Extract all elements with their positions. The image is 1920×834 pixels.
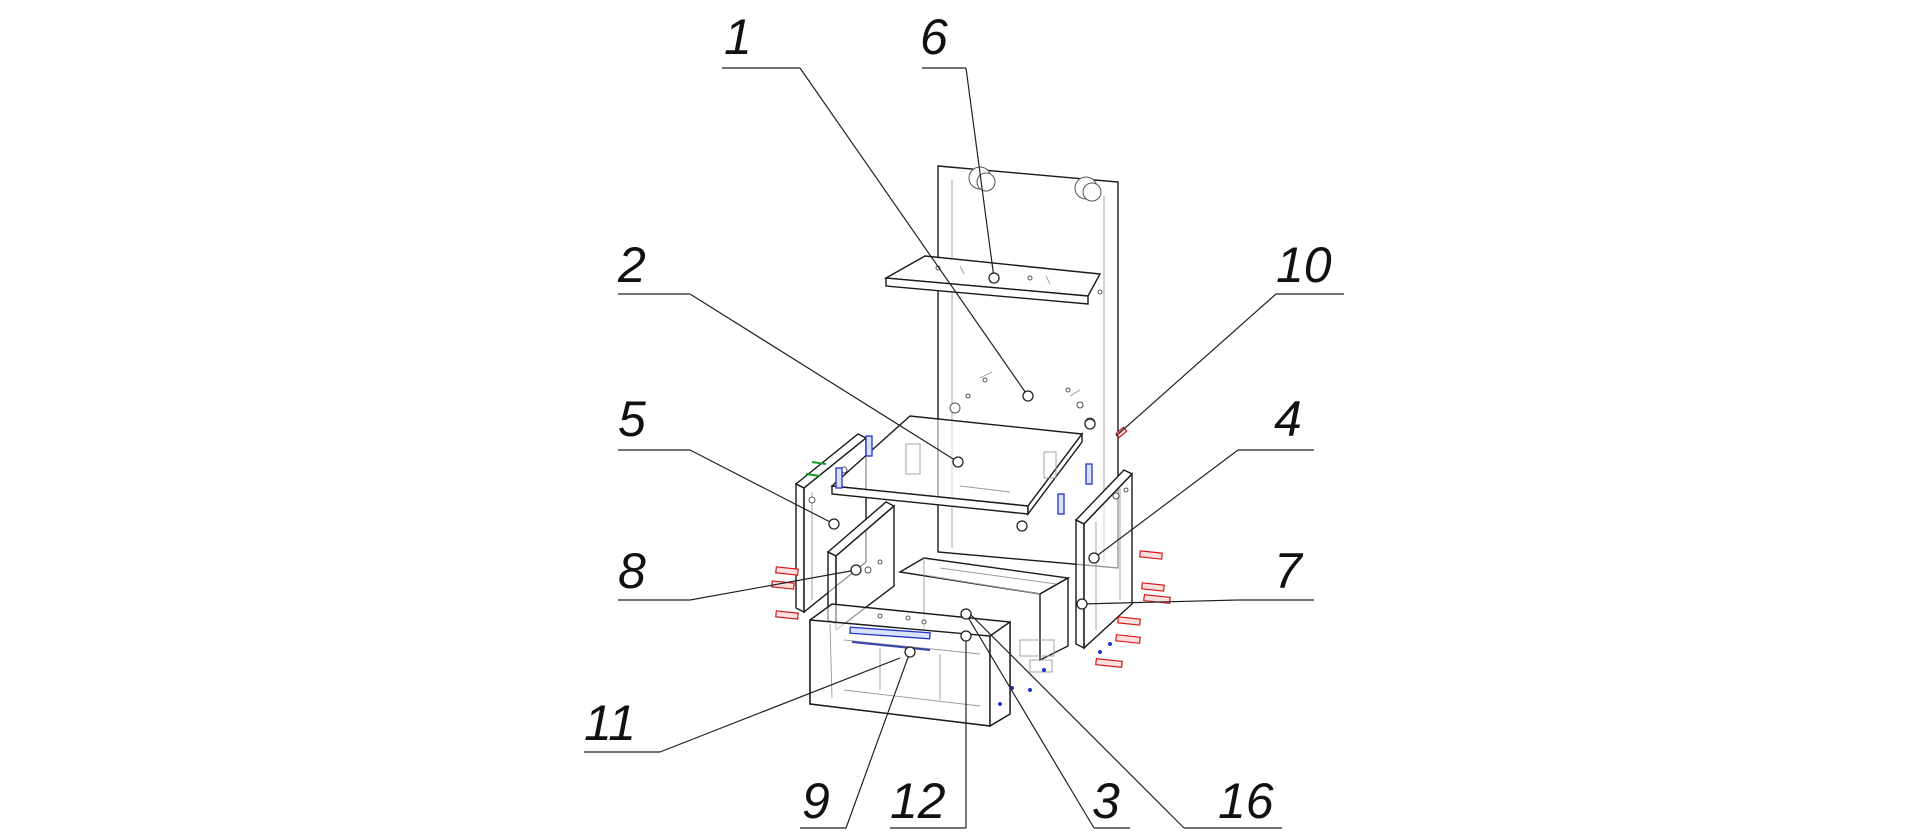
callout-1: 1	[724, 9, 752, 65]
callout-10: 10	[1276, 237, 1332, 293]
callout-11: 11	[584, 695, 636, 751]
blue-cam-fittings	[835, 435, 1112, 706]
callout-9: 9	[802, 773, 830, 829]
drawer-front	[809, 603, 1011, 728]
callout-6: 6	[920, 9, 948, 65]
callout-4: 4	[1274, 391, 1302, 447]
drawer-handle	[849, 626, 931, 651]
callout-7: 7	[1274, 543, 1304, 599]
drawer-box	[897, 557, 1071, 673]
callout-12: 12	[890, 773, 946, 829]
callout-labels: 1 2 3 4 5 6 7 8 9 10 11 12 16	[584, 9, 1332, 829]
callout-8: 8	[618, 543, 646, 599]
red-dowels	[771, 426, 1171, 669]
callout-16: 16	[1218, 773, 1274, 829]
callout-anchor-dots	[828, 272, 1100, 658]
leader-lines	[584, 67, 1344, 829]
green-fittings	[805, 461, 827, 477]
callout-3: 3	[1092, 773, 1120, 829]
callout-2: 2	[617, 237, 646, 293]
callout-5: 5	[618, 391, 646, 447]
